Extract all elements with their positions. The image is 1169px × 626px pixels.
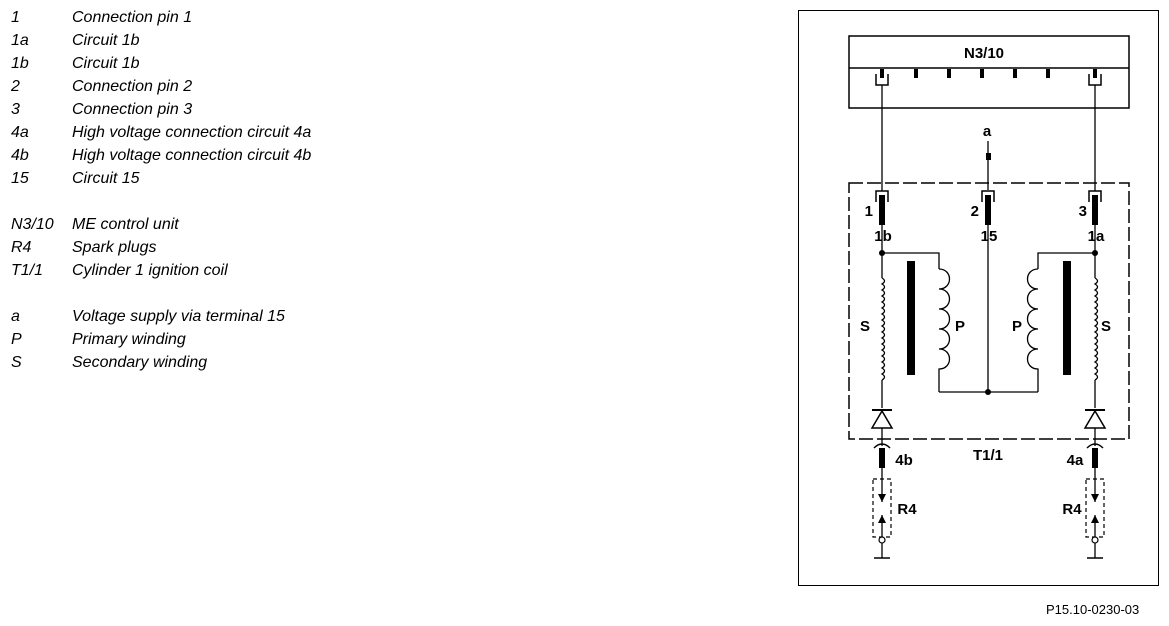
pin1-label: 1: [865, 203, 873, 220]
legend-desc: Connection pin 1: [72, 9, 193, 26]
secondary-label-left: S: [860, 318, 870, 335]
legend-desc: ME control unit: [72, 216, 179, 233]
circuit-15-label: 15: [981, 228, 998, 245]
legend-desc: Secondary winding: [72, 354, 208, 371]
legend-desc: Circuit 1b: [72, 32, 140, 49]
figure-id: P15.10-0230-03: [1046, 602, 1140, 617]
legend-code: 15: [11, 170, 29, 187]
diode-left: [870, 409, 894, 429]
hv-label-right: 4a: [1067, 452, 1084, 469]
legend-code: T1/1: [11, 262, 44, 279]
wire-primary-left-top: [882, 252, 940, 269]
spark-plug-label-right: R4: [1062, 501, 1082, 518]
legend-code: S: [11, 354, 22, 371]
hv-cap-right: [1086, 443, 1104, 449]
wiring-diagram: N3/10 a 1 2 3 1b 15 1a S: [848, 35, 1130, 559]
primary-winding-right: [1026, 268, 1039, 392]
primary-label-left: P: [955, 318, 965, 335]
hv-label-left: 4b: [895, 452, 913, 469]
legend-code: R4: [11, 239, 32, 256]
legend-desc: Circuit 1b: [72, 55, 140, 72]
spark-plug-left: [872, 468, 892, 559]
primary-label-right: P: [1012, 318, 1022, 335]
legend-desc: Primary winding: [72, 331, 186, 348]
spark-plug-right: [1085, 468, 1105, 559]
pin2-marker: [985, 195, 991, 225]
connector-pin2: [981, 190, 995, 202]
pin2-label: 2: [971, 203, 979, 220]
hv-cap-left: [873, 443, 891, 449]
legend-code: P: [11, 331, 22, 348]
core-left: [907, 261, 915, 375]
wire-primary-right-top: [1037, 252, 1095, 269]
diode-right: [1083, 409, 1107, 429]
legend-desc: Circuit 15: [72, 170, 140, 187]
legend-code: a: [11, 308, 20, 325]
pin1-marker: [879, 195, 885, 225]
coil-box: [848, 182, 1130, 440]
legend-desc: High voltage connection circuit 4a: [72, 124, 312, 141]
legend-code: 1: [11, 9, 20, 26]
supply-terminal: [986, 153, 991, 160]
legend-code: 4b: [11, 147, 29, 164]
supply-label: a: [983, 123, 992, 140]
legend-desc: Voltage supply via terminal 15: [72, 308, 285, 325]
core-right: [1063, 261, 1071, 375]
control-unit-box: [848, 35, 1130, 109]
secondary-winding-right: [1093, 277, 1099, 381]
connector-pin1: [875, 190, 889, 202]
spark-plug-label-left: R4: [897, 501, 917, 518]
control-unit-pin-marks: [880, 69, 1097, 78]
pin3-marker: [1092, 195, 1098, 225]
diagram-frame: [798, 10, 1159, 586]
legend-code: 4a: [11, 124, 29, 141]
primary-winding-left: [938, 268, 951, 392]
coil-label: T1/1: [973, 447, 1003, 464]
connector-pin3: [1088, 190, 1102, 202]
legend-code: 1a: [11, 32, 29, 49]
secondary-label-right: S: [1101, 318, 1111, 335]
circuit-1a-label: 1a: [1088, 228, 1105, 245]
legend-desc: Cylinder 1 ignition coil: [72, 262, 228, 279]
circuit-1b-label: 1b: [874, 228, 892, 245]
hv-plug-right: [1092, 448, 1098, 468]
legend-code: N3/10: [11, 216, 54, 233]
legend-code: 2: [11, 78, 20, 95]
legend-desc: High voltage connection circuit 4b: [72, 147, 312, 164]
legend-desc: Spark plugs: [72, 239, 157, 256]
hv-plug-left: [879, 448, 885, 468]
legend-code: 3: [11, 101, 20, 118]
secondary-winding-left: [880, 277, 886, 381]
legend-code: 1b: [11, 55, 29, 72]
legend-desc: Connection pin 2: [72, 78, 193, 95]
control-unit-label: N3/10: [964, 45, 1004, 62]
legend-desc: Connection pin 3: [72, 101, 193, 118]
pin3-label: 3: [1079, 203, 1087, 220]
